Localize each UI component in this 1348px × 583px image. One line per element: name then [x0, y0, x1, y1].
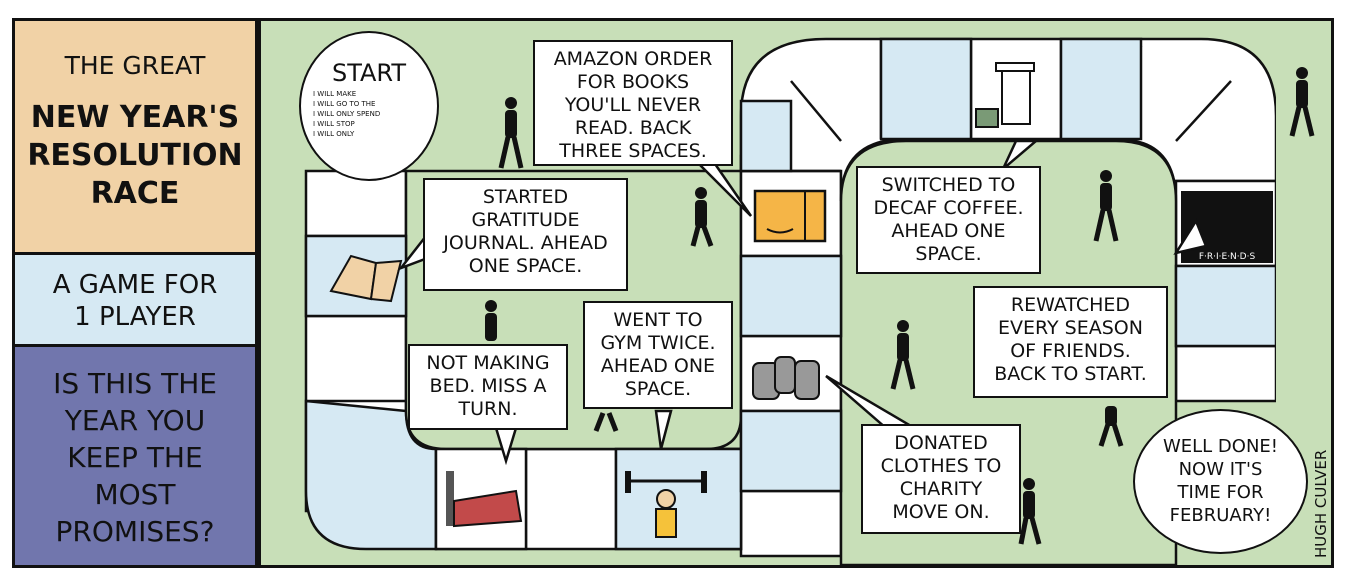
well-done-bubble: WELL DONE! NOW IT'S TIME FOR FEBRUARY! [1133, 409, 1308, 554]
bubble-text: EVERY SEASON [998, 317, 1143, 339]
bubble-text: CHARITY [899, 478, 983, 500]
bubble-text: MOVE ON. [892, 501, 990, 523]
bubble-text: AMAZON ORDER [553, 48, 713, 70]
bubble-text: ONE SPACE. [468, 255, 583, 277]
bubble-text: AHEAD ONE [600, 355, 716, 377]
bubble-text: REWATCHED [1010, 294, 1131, 316]
amazon-box-icon [753, 189, 827, 243]
bubble-text: THREE SPACES. [559, 140, 707, 162]
bubble-text: READ. BACK [574, 117, 692, 139]
gratitude-bubble: STARTED GRATITUDE JOURNAL. AHEAD ONE SPA… [423, 178, 628, 291]
checklist-item: I WILL MAKE [313, 90, 357, 98]
bubble-text: SPACE. [624, 378, 692, 400]
bubble-text: TURN. [458, 398, 518, 420]
subtitle-line-1: A GAME FOR [52, 270, 218, 300]
checklist-item: I WILL GO TO THE [313, 100, 376, 108]
bubble-text: YOU'LL NEVER [564, 94, 702, 116]
bubble-text: DECAF COFFEE. [873, 197, 1024, 219]
title-main: NEW YEAR'S RESOLUTION RACE [15, 99, 255, 213]
artist-signature: HUGH CULVER [1312, 450, 1330, 558]
subtitle-line-2: 1 PLAYER [74, 302, 196, 332]
bed-bubble: NOT MAKING BED. MISS A TURN. [408, 344, 568, 430]
start-label: START [331, 59, 407, 87]
question-line-5: PROMISES? [55, 515, 215, 548]
bubble-text: NOW IT'S [1178, 459, 1263, 480]
title-line-2: NEW YEAR'S [30, 100, 240, 135]
checklist-item: I WILL ONLY [313, 130, 355, 138]
subtitle-panel: A GAME FOR 1 PLAYER [15, 255, 258, 347]
bubble-text: JOURNAL. AHEAD [443, 232, 608, 254]
bed-icon [446, 471, 523, 528]
bubble-text: GRATITUDE [471, 209, 580, 231]
book-icon [329, 254, 403, 303]
title-line-4: RACE [90, 176, 180, 211]
title-line-1: THE GREAT [64, 51, 206, 80]
bubble-text: WENT TO [613, 309, 703, 331]
bubble-text: SWITCHED TO [881, 174, 1016, 196]
bubble-text: CLOTHES TO [880, 455, 1002, 477]
decaf-bubble: SWITCHED TO DECAF COFFEE. AHEAD ONE SPAC… [856, 166, 1041, 274]
coffee-pot-icon [975, 62, 1035, 128]
donated-bubble: DONATED CLOTHES TO CHARITY MOVE ON. [861, 424, 1021, 534]
bubble-text: BED. MISS A [429, 375, 547, 397]
bubble-text: BACK TO START. [994, 363, 1147, 385]
bubble-text: TIME FOR [1177, 482, 1264, 503]
start-bubble: START I WILL MAKE I WILL GO TO THE I WIL… [299, 31, 439, 181]
amazon-bubble: AMAZON ORDER FOR BOOKS YOU'LL NEVER READ… [533, 40, 733, 166]
blue-tiles [304, 37, 1278, 551]
bubble-text: DONATED [894, 432, 988, 454]
title-line-3: RESOLUTION [27, 138, 243, 173]
friends-logo: F·R·I·E·N·D·S [1199, 252, 1256, 262]
question-panel: IS THIS THE YEAR YOU KEEP THE MOST PROMI… [15, 347, 258, 565]
question-line-2: YEAR YOU [64, 404, 206, 437]
bubble-text: GYM TWICE. [600, 332, 716, 354]
bubble-text: NOT MAKING [426, 352, 550, 374]
question-line-1: IS THIS THE [53, 367, 217, 400]
bubble-text: AHEAD ONE [891, 220, 1006, 242]
checklist-item: I WILL STOP [313, 120, 355, 128]
game-board: F·R·I·E·N·D·S START I WILL MAKE I WILL G… [261, 21, 1331, 565]
bubble-text: FOR BOOKS [576, 71, 690, 93]
question-line-3: KEEP THE [67, 441, 203, 474]
bubble-text: WELL DONE! [1162, 436, 1279, 457]
friends-bubble: REWATCHED EVERY SEASON OF FRIENDS. BACK … [973, 286, 1168, 398]
gym-bubble: WENT TO GYM TWICE. AHEAD ONE SPACE. [583, 301, 733, 409]
weightlifter-icon [625, 471, 707, 538]
bubble-text: FEBRUARY! [1169, 505, 1272, 526]
donation-bags-icon [752, 356, 820, 400]
bubble-text: SPACE. [915, 243, 982, 265]
bubble-text: OF FRIENDS. [1010, 340, 1131, 362]
bubble-text: STARTED [482, 186, 569, 208]
walking-person-icons [485, 67, 1315, 545]
start-checklist: I WILL MAKE I WILL GO TO THE I WILL ONLY… [301, 89, 437, 139]
title-panel: THE GREAT NEW YEAR'S RESOLUTION RACE [15, 21, 258, 255]
question-line-4: MOST [94, 478, 176, 511]
signature-text: HUGH CULVER [1312, 450, 1330, 558]
checklist-item: I WILL ONLY SPEND [313, 110, 381, 118]
